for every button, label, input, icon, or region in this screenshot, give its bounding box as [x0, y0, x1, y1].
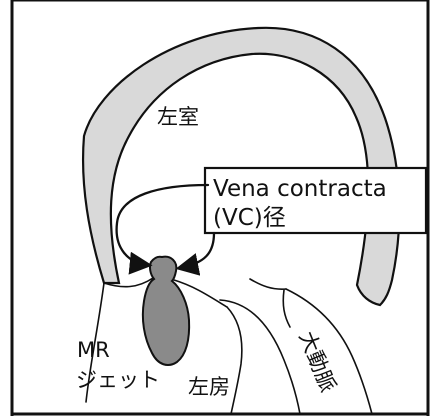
aorta-label: 大動脈 — [294, 328, 340, 395]
left-atrium-label: 左房 — [188, 375, 230, 399]
left-ventricle-wall — [83, 28, 399, 305]
aortic-right-wall — [286, 289, 372, 414]
mr-jet-shape — [143, 257, 189, 365]
callout-line-1: Vena contracta — [213, 176, 387, 202]
left-ventricle-label: 左室 — [157, 105, 199, 129]
lower-septum-line — [250, 279, 286, 289]
callout-line-2: (VC)径 — [213, 205, 286, 231]
mr-label-line-1: MR — [77, 338, 110, 362]
callout-arrow-right — [180, 233, 214, 268]
mr-label-line-2: ジェット — [76, 368, 160, 392]
aortic-inner-line — [283, 290, 290, 327]
aortic-left-wall — [220, 300, 300, 414]
callout-arrow-left — [117, 185, 208, 265]
